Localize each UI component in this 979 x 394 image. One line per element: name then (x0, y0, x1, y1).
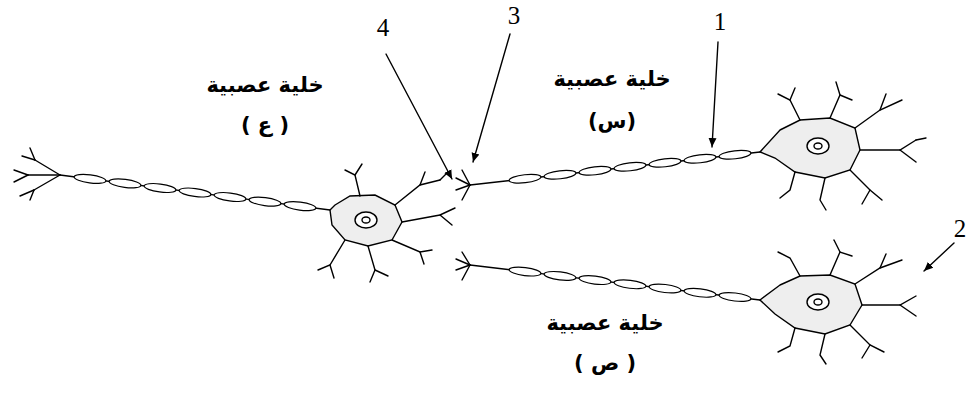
callout-number: 2 (954, 215, 967, 243)
leader-line (712, 42, 718, 147)
leader-line (924, 243, 954, 271)
cell-label: ( ص ) (574, 352, 636, 375)
cell-label: ( ع ) (241, 114, 289, 137)
leader-line (473, 34, 510, 162)
cell-label: خلية عصبية (546, 312, 663, 335)
cell-label: (س) (588, 110, 636, 133)
leader-line (386, 54, 452, 179)
callout-number: 3 (508, 2, 521, 30)
cell-label: خلية عصبية (553, 68, 670, 91)
callout-number: 4 (377, 14, 390, 42)
cell-label: خلية عصبية (206, 74, 323, 97)
callout-number: 1 (714, 8, 727, 36)
